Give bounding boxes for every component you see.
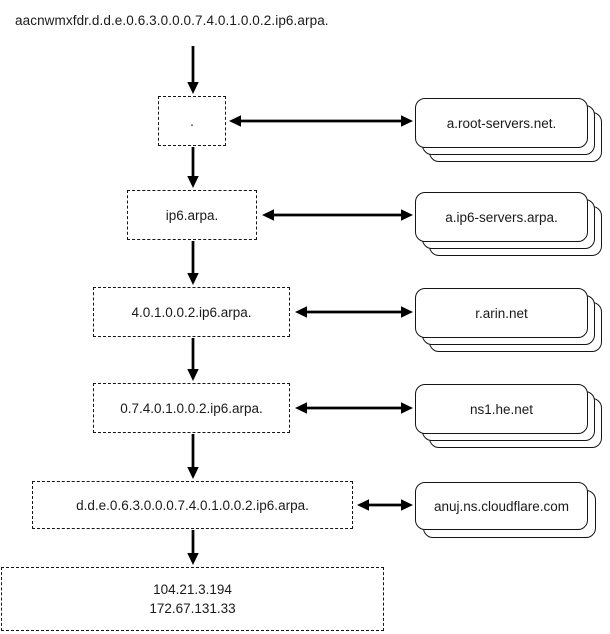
zone-box-ip6-arpa: ip6.arpa. bbox=[127, 190, 257, 240]
query-domain-label: aacnwmxfdr.d.d.e.0.6.3.0.0.0.7.4.0.1.0.0… bbox=[15, 13, 329, 28]
zone-label: ip6.arpa. bbox=[165, 207, 219, 223]
nameserver-label: ns1.he.net bbox=[469, 401, 534, 417]
answer-ip-1: 104.21.3.194 bbox=[153, 582, 232, 597]
zone-box-2001-470: 0.7.4.0.1.0.0.2.ip6.arpa. bbox=[93, 383, 290, 433]
nameserver-box: a.root-servers.net. bbox=[415, 98, 588, 148]
answer-ip-2: 172.67.131.33 bbox=[149, 601, 236, 616]
zone-label: d.d.e.0.6.3.0.0.0.7.4.0.1.0.0.2.ip6.arpa… bbox=[76, 497, 309, 513]
nameserver-box: ns1.he.net bbox=[415, 384, 588, 434]
zone-box-root: . bbox=[158, 96, 226, 146]
zone-box-full-prefix: d.d.e.0.6.3.0.0.0.7.4.0.1.0.0.2.ip6.arpa… bbox=[32, 481, 353, 529]
zone-label: 4.0.1.0.0.2.ip6.arpa. bbox=[131, 304, 252, 320]
nameserver-label: a.ip6-servers.arpa. bbox=[445, 209, 558, 225]
nameserver-label: r.arin.net bbox=[475, 305, 528, 321]
nameserver-label: anuj.ns.cloudflare.com bbox=[433, 498, 570, 514]
nameserver-box: anuj.ns.cloudflare.com bbox=[415, 482, 588, 530]
nameserver-label: a.root-servers.net. bbox=[446, 115, 557, 131]
answer-box: 104.21.3.194 172.67.131.33 bbox=[1, 567, 384, 631]
nameserver-box: a.ip6-servers.arpa. bbox=[415, 192, 588, 242]
zone-label: 0.7.4.0.1.0.0.2.ip6.arpa. bbox=[120, 400, 263, 416]
zone-label: . bbox=[190, 113, 194, 129]
zone-box-2001-4: 4.0.1.0.0.2.ip6.arpa. bbox=[93, 287, 290, 337]
nameserver-box: r.arin.net bbox=[415, 288, 588, 338]
